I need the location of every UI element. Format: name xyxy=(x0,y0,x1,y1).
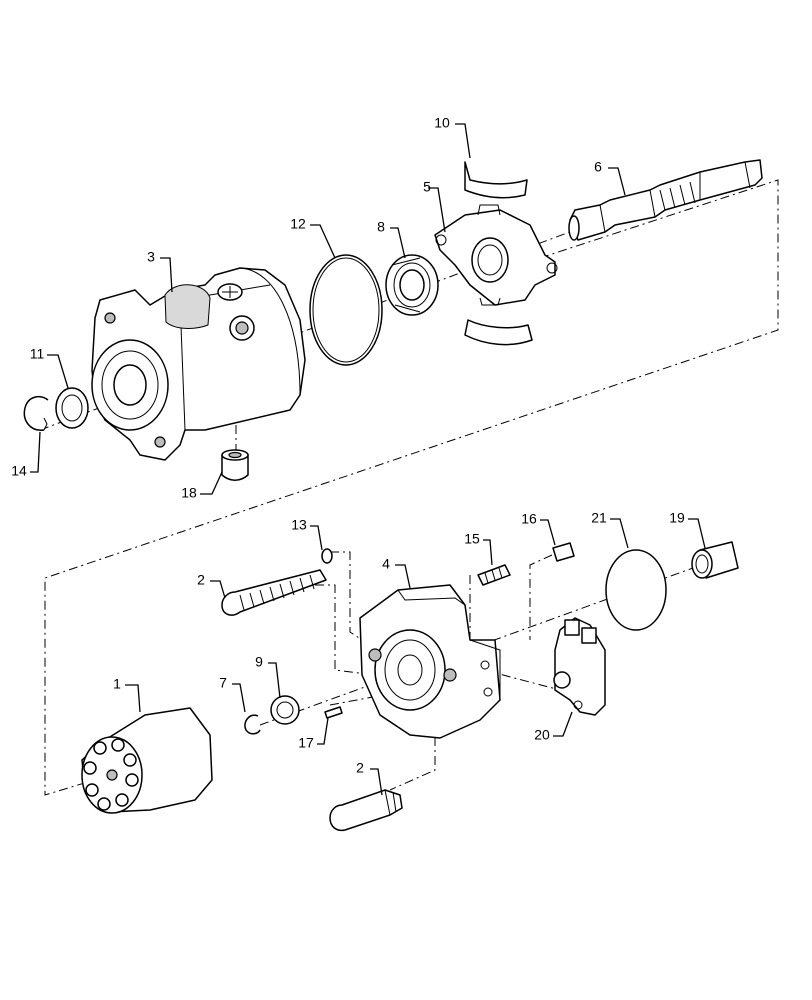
callout-labels: 1 2 2 3 4 5 6 7 8 9 10 11 12 13 14 15 16… xyxy=(11,115,685,776)
swash-plate xyxy=(434,204,558,306)
large-o-ring xyxy=(309,254,383,366)
small-bearing xyxy=(270,695,300,725)
callout-13: 13 xyxy=(291,517,307,533)
callout-16: 16 xyxy=(521,511,537,527)
callout-15: 15 xyxy=(464,531,480,547)
callout-14: 14 xyxy=(11,463,27,479)
callout-2-spring: 2 xyxy=(197,572,205,588)
callout-4: 4 xyxy=(382,556,390,572)
callout-5: 5 xyxy=(423,179,431,195)
callout-21: 21 xyxy=(591,510,607,526)
small-o-ring xyxy=(321,548,333,564)
plug xyxy=(221,449,249,481)
callout-19: 19 xyxy=(669,510,685,526)
callout-1: 1 xyxy=(113,676,121,692)
callout-6: 6 xyxy=(594,159,602,175)
callout-2-piston: 2 xyxy=(356,760,364,776)
valve-plate-housing xyxy=(359,584,501,739)
pump-housing xyxy=(91,267,306,461)
screw-15 xyxy=(477,564,511,586)
callout-8: 8 xyxy=(377,219,385,235)
clip-ring xyxy=(244,714,261,735)
spring xyxy=(221,569,327,616)
callout-12: 12 xyxy=(290,216,306,232)
callout-20: 20 xyxy=(534,727,550,743)
callout-7: 7 xyxy=(219,675,227,691)
snap-ring xyxy=(23,395,49,431)
callout-3: 3 xyxy=(147,249,155,265)
drive-shaft xyxy=(568,159,763,241)
callout-10: 10 xyxy=(434,115,450,131)
bearing-shells xyxy=(464,161,533,346)
callout-9: 9 xyxy=(255,654,263,670)
callout-18: 18 xyxy=(181,485,197,501)
shaft-seal xyxy=(55,387,89,429)
screw-16 xyxy=(552,542,575,562)
pin xyxy=(324,706,343,719)
bearing xyxy=(385,254,439,316)
medium-o-ring xyxy=(605,549,667,631)
cylinder-block xyxy=(81,707,213,814)
callout-11: 11 xyxy=(30,346,45,362)
leader-lines xyxy=(30,123,706,796)
callout-17: 17 xyxy=(298,735,314,751)
piston xyxy=(329,789,403,832)
control-valve xyxy=(553,617,606,716)
bushing xyxy=(691,541,739,579)
